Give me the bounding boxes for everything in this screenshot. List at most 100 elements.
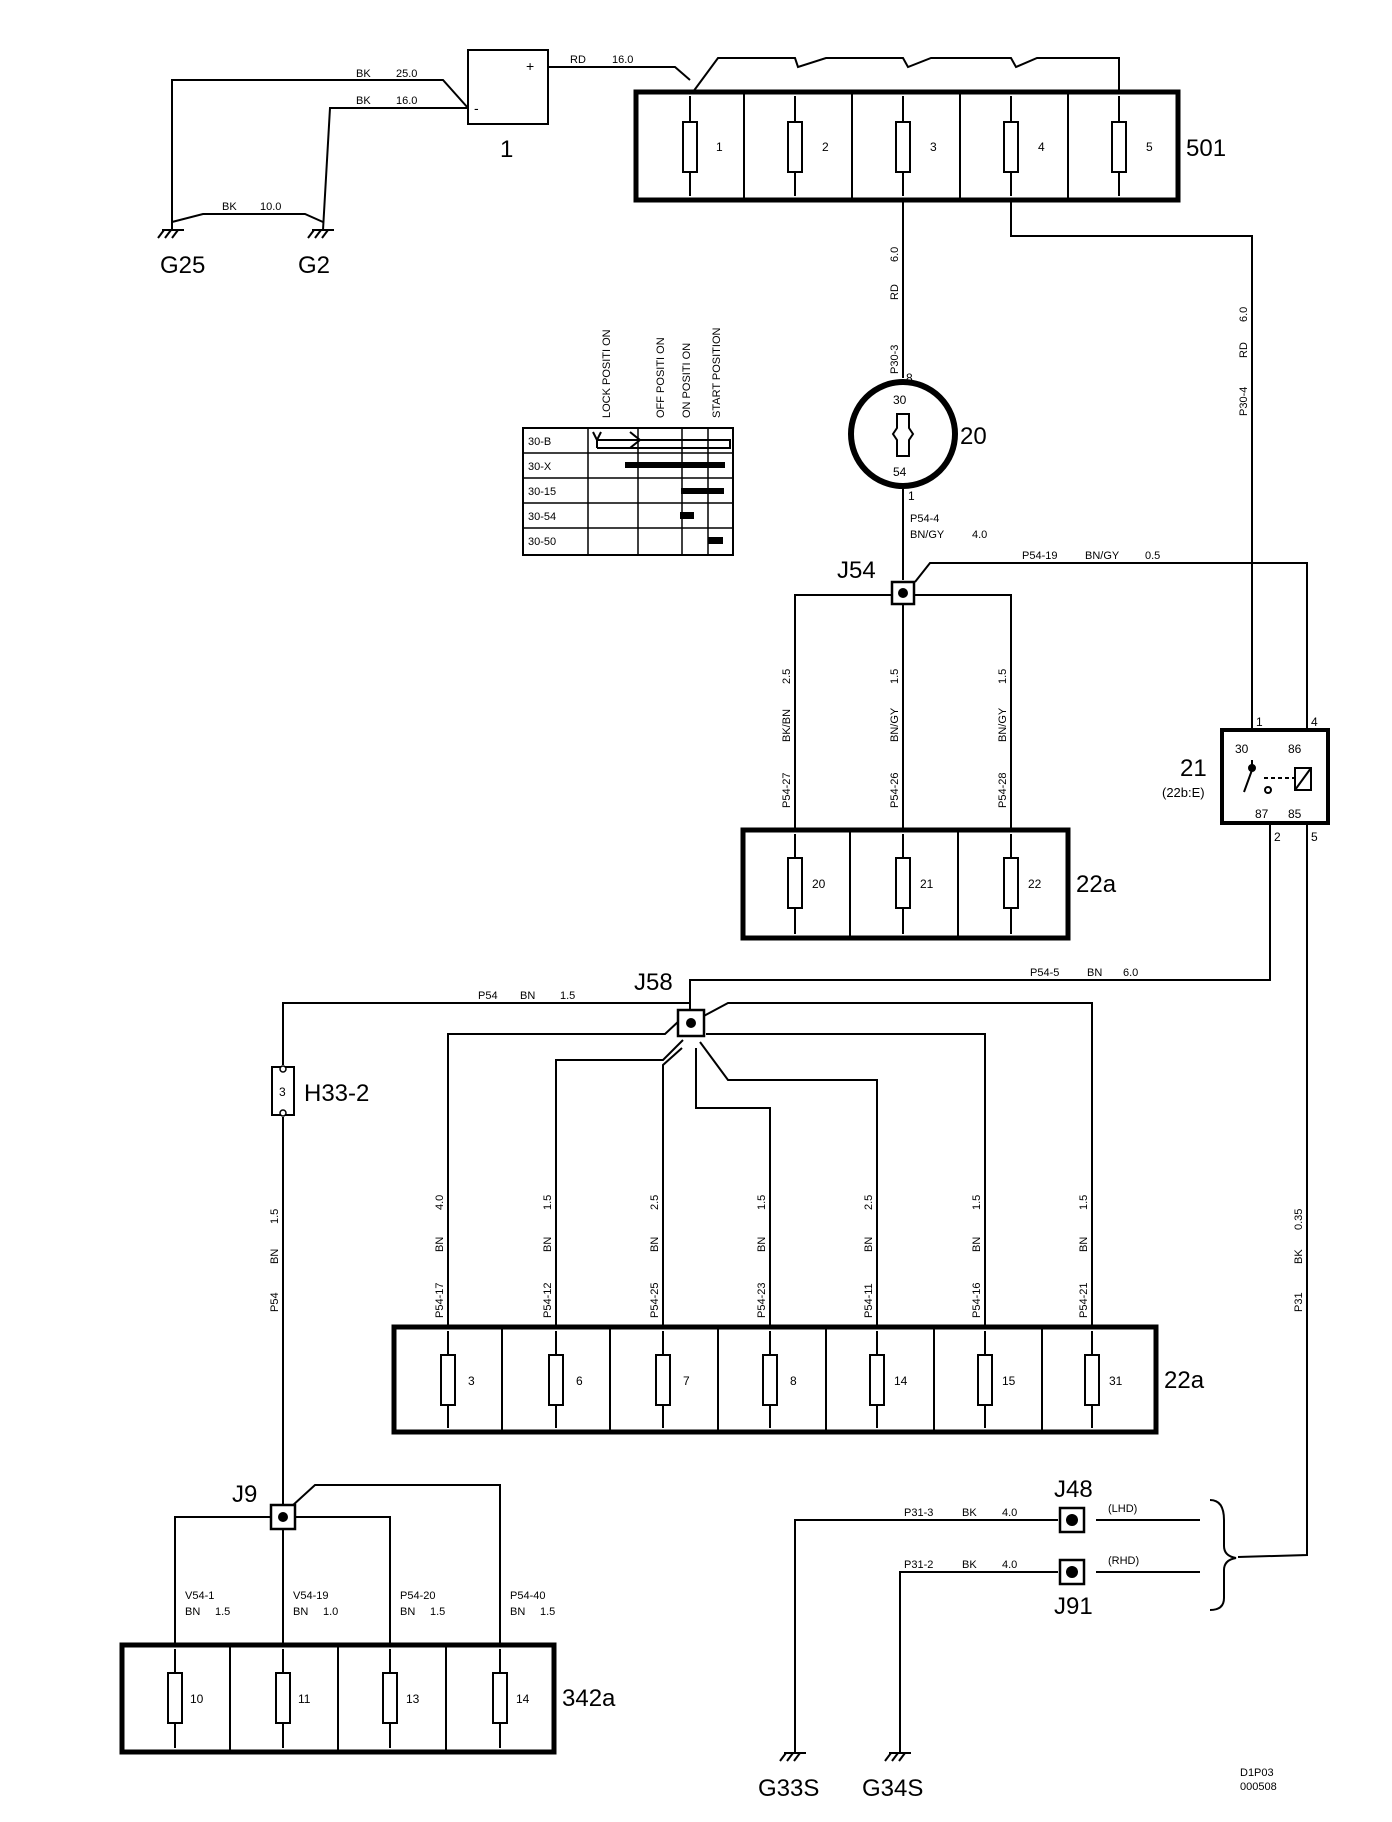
wire-label: 2.5: [863, 1195, 875, 1210]
relay-term-30: 30: [1235, 742, 1249, 756]
wire-p54-17: [447, 1019, 681, 1380]
wire-label: BN: [542, 1237, 554, 1252]
wire-p54-28: [914, 594, 1012, 940]
wire-p54-23: [695, 1048, 771, 1380]
fuse-label: 15: [1002, 1374, 1016, 1388]
table-row-label: 30-50: [528, 536, 556, 548]
wire-label: P54-5: [1030, 967, 1059, 979]
wire-label: 1.5: [1078, 1195, 1090, 1210]
wire-label: BN: [293, 1606, 308, 1618]
wire-label: BN/GY: [997, 707, 1009, 742]
wire-label: P30-4: [1238, 387, 1250, 416]
wire-p54-16: [706, 1033, 986, 1380]
fuse-label: 14: [894, 1374, 908, 1388]
wire-label: BN: [863, 1237, 875, 1252]
switch-pin-bottom: 1: [908, 489, 915, 503]
wire-label: 1.5: [971, 1195, 983, 1210]
wire-label: BN/GY: [1085, 550, 1120, 562]
wire-label: BN: [520, 990, 535, 1002]
junctions: [269, 580, 1086, 1586]
wire-label: 1.5: [542, 1195, 554, 1210]
table-row-label: 30-15: [528, 486, 556, 498]
relay-sublabel: (22b:E): [1162, 785, 1205, 800]
wire-p54-11: [699, 1041, 878, 1380]
wire-label: BK: [962, 1559, 977, 1571]
fusebox-label: 22a: [1164, 1367, 1205, 1394]
variant-lhd: (LHD): [1108, 1503, 1137, 1515]
switch-position-table: 30-B 30-X 30-15 30-54 30-50 LOCK POSITI …: [522, 327, 734, 556]
ground-icon: [307, 229, 334, 239]
wire-label: BN: [1078, 1237, 1090, 1252]
battery-1: + - 1: [467, 49, 549, 163]
fuse-label: 11: [298, 1692, 311, 1706]
wire-label: P54-27: [781, 773, 793, 808]
wire-label: BN: [400, 1606, 415, 1618]
relay-term-85: 85: [1288, 807, 1302, 821]
fuse-label: 3: [468, 1374, 475, 1388]
table-row-label: 30-X: [528, 461, 552, 473]
fuse-label: 5: [1146, 140, 1153, 154]
battery-minus: -: [474, 100, 479, 116]
wire-label: P54-23: [756, 1283, 768, 1318]
drawing-code-line2: 000508: [1240, 1781, 1277, 1793]
ground-g33s: G33S: [758, 1775, 819, 1802]
junction-j91: [1058, 1558, 1086, 1586]
fuse-label: 7: [683, 1374, 690, 1388]
table-row-label: 30-54: [528, 511, 556, 523]
wire-label: 1.5: [756, 1195, 768, 1210]
wire-label: BN/GY: [910, 529, 945, 541]
wire-label: BK: [1293, 1249, 1305, 1264]
wire-label: 4.0: [1002, 1507, 1017, 1519]
battery-label: 1: [500, 136, 513, 163]
switch-pin-top: 8: [906, 371, 913, 385]
fusebox-22a-mid: 3 6 7 8 14 15 31 22a: [391, 1324, 1205, 1435]
table-column-header: LOCK POSITI ON: [601, 329, 613, 418]
wire-label: P54-4: [910, 513, 939, 525]
wire-bk-10: [171, 213, 324, 223]
wire-labels-vertical: P30-3 RD 6.0 P30-4 RD 6.0 P54-27 BK/BN 2…: [269, 247, 1305, 1318]
wire-label: 1.5: [215, 1606, 230, 1618]
wire-p54-5: [689, 823, 1271, 1020]
wire-label: RD: [1238, 342, 1250, 358]
switch-term-bottom: 54: [893, 465, 907, 479]
relay-pin-2: 2: [1274, 830, 1281, 844]
fuse-label: 10: [190, 1692, 204, 1706]
fuse-label: 4: [1038, 140, 1045, 154]
wire-rd-16: [548, 66, 691, 81]
connector-pin: 3: [279, 1085, 286, 1099]
wire-label: 1.0: [323, 1606, 338, 1618]
battery-body: [467, 49, 549, 125]
ground-icon: [779, 1752, 806, 1762]
wire-label: P54: [269, 1292, 281, 1312]
junction-label-j9: J9: [232, 1481, 257, 1508]
wire-label: P54-25: [649, 1283, 661, 1318]
wire-label: RD: [570, 54, 586, 66]
fuse-label: 31: [1109, 1374, 1123, 1388]
junction-j48: [1058, 1506, 1086, 1534]
wire-label: P30-3: [889, 345, 901, 374]
wire-label: 1.5: [540, 1606, 555, 1618]
lock-arrow-icon: [592, 431, 602, 443]
variant-brace: [1209, 1499, 1237, 1611]
wire-label: P54-26: [889, 773, 901, 808]
fuse-label: 1: [716, 140, 723, 154]
relay-label: 21: [1180, 755, 1207, 782]
wire-label: BN: [434, 1237, 446, 1252]
relay-21: 30 86 87 85 1 4 2 5 21 (22b:E): [1162, 715, 1330, 844]
fuse-label: 20: [812, 877, 826, 891]
wire-label: 1.5: [560, 990, 575, 1002]
wire-p54-40: [291, 1484, 501, 1748]
ground-g2: G2: [298, 252, 330, 279]
fuse-label: 21: [920, 877, 934, 891]
fuse-label: 14: [516, 1692, 530, 1706]
fuse-label: 3: [930, 140, 937, 154]
wire-label: 10.0: [260, 201, 281, 213]
wire-p31: [1237, 823, 1308, 1558]
wire-label: P54-19: [1022, 550, 1057, 562]
wire-labels-horizontal: BK 25.0 BK 16.0 BK 10.0 RD 16.0 P54-4 BN…: [185, 54, 1160, 1618]
wire-label: V54-19: [293, 1590, 328, 1602]
wire-label: RD: [889, 284, 901, 300]
wire-label: P54-40: [510, 1590, 545, 1602]
wire-label: 1.5: [430, 1606, 445, 1618]
